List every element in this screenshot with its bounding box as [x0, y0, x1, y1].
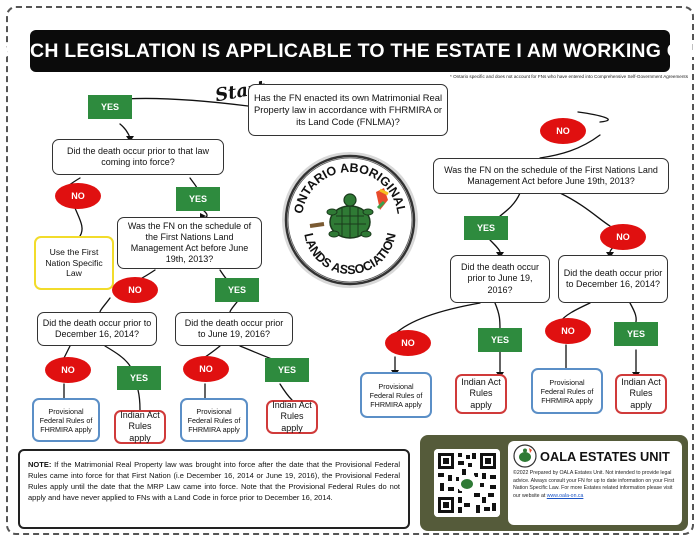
unit-title: OALA ESTATES UNIT	[540, 448, 670, 464]
no-badge: NO	[183, 356, 229, 382]
yes-badge: YES	[176, 187, 220, 211]
question-death-prior-dec16-right: Did the death occur prior to December 16…	[558, 255, 668, 303]
outcome-indian-act: Indian Act Rules apply	[455, 374, 507, 414]
note-label: NOTE:	[28, 460, 52, 469]
page-frame	[6, 6, 694, 535]
footnote: * Ontario specific and does not account …	[450, 74, 688, 79]
no-badge: NO	[45, 357, 91, 383]
note-box: NOTE: If the Matrimonial Real Property l…	[18, 449, 410, 529]
no-badge: NO	[385, 330, 431, 356]
oala-estates-unit-panel: OALA ESTATES UNIT ©2022 Prepared by OALA…	[420, 435, 688, 531]
qr-code-icon[interactable]	[434, 449, 500, 517]
yes-badge: YES	[478, 328, 522, 352]
outcome-indian-act: Indian Act Rules apply	[615, 374, 667, 414]
outcome-provisional-rules: Provisional Federal Rules of FHRMIRA app…	[180, 398, 248, 442]
outcome-indian-act: Indian Act Rules apply	[114, 410, 166, 444]
outcome-fn-specific-law: Use the First Nation Specific Law	[34, 236, 114, 290]
question-fnlma-schedule-right: Was the FN on the schedule of the First …	[433, 158, 669, 194]
yes-badge: YES	[265, 358, 309, 382]
oala-logo: ONTARIO ABORIGINAL LANDS ASSOCIATION	[282, 152, 418, 288]
yes-badge: YES	[88, 95, 132, 119]
yes-badge: YES	[614, 322, 658, 346]
outcome-indian-act: Indian Act Rules apply	[266, 400, 318, 434]
page-title: WHICH LEGISLATION IS APPLICABLE TO THE E…	[0, 30, 700, 72]
note-text: If the Matrimonial Real Property law was…	[28, 460, 400, 502]
question-fn-mrp-law: Has the FN enacted its own Matrimonial R…	[248, 84, 448, 136]
turtle-logo-icon	[513, 444, 537, 468]
no-badge: NO	[55, 183, 101, 209]
no-badge: NO	[112, 277, 158, 303]
question-death-prior-jun19-left: Did the death occur prior to June 19, 20…	[175, 312, 293, 346]
oala-info-card: OALA ESTATES UNIT ©2022 Prepared by OALA…	[508, 441, 682, 525]
outcome-provisional-rules: Provisional Federal Rules of FHRMIRA app…	[531, 368, 603, 414]
yes-badge: YES	[464, 216, 508, 240]
question-death-prior-jun19-right: Did the death occur prior to June 19, 20…	[450, 255, 550, 303]
website-link[interactable]: www.oala-on.ca	[546, 492, 584, 499]
no-badge: NO	[540, 118, 586, 144]
yes-badge: YES	[215, 278, 259, 302]
question-fnlma-schedule-left: Was the FN on the schedule of the First …	[117, 217, 262, 269]
outcome-provisional-rules: Provisional Federal Rules of FHRMIRA app…	[32, 398, 100, 442]
no-badge: NO	[545, 318, 591, 344]
no-badge: NO	[600, 224, 646, 250]
question-death-prior-dec16-left: Did the death occur prior to December 16…	[37, 312, 157, 346]
yes-badge: YES	[117, 366, 161, 390]
question-death-prior-law: Did the death occur prior to that law co…	[52, 139, 224, 175]
unit-description: ©2022 Prepared by OALA Estates Unit. Not…	[513, 470, 675, 499]
outcome-provisional-rules: Provisional Federal Rules of FHRMIRA app…	[360, 372, 432, 418]
